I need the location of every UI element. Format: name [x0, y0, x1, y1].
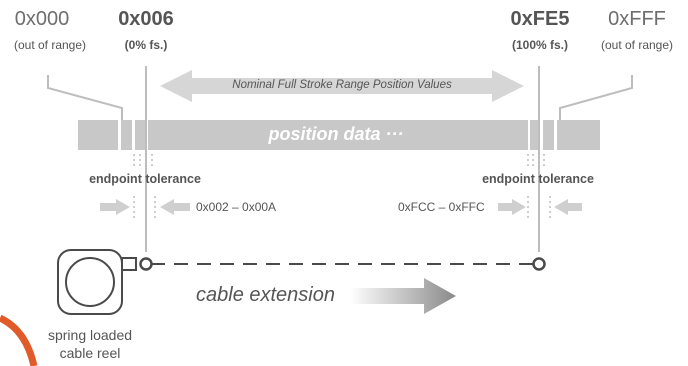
- position-data-bar: [78, 120, 600, 150]
- start-fs-note: (0% fs.): [124, 38, 168, 52]
- end-fs-value: 0xFE5: [510, 8, 570, 30]
- range-left: 0x002 – 0x00A: [196, 200, 277, 214]
- range-right: 0xFCC – 0xFFC: [398, 200, 485, 214]
- left-oor-connector: [47, 75, 123, 120]
- end-fs-note: (100% fs.): [511, 38, 569, 52]
- tolerance-arrows: [100, 199, 582, 215]
- cable-extension-label: cable extension: [196, 284, 335, 306]
- reel-caption-line1: spring loaded: [47, 327, 133, 343]
- cable-extension-arrow: [350, 278, 456, 314]
- cable-reel-drum: [65, 257, 115, 307]
- start-oor-note: (out of range): [13, 38, 87, 52]
- end-oor-note: (out of range): [600, 38, 674, 52]
- start-fs-value: 0x006: [118, 8, 174, 30]
- endpoint-tolerance-right: endpoint tolerance: [482, 172, 594, 186]
- reel-caption-line2: cable reel: [59, 345, 121, 361]
- cable-end-ring: [532, 257, 546, 271]
- nominal-range-label: Nominal Full Stroke Range Position Value…: [232, 79, 452, 91]
- right-oor-connector: [559, 75, 633, 120]
- nominal-range-arrow: [160, 70, 524, 102]
- reel-caption: spring loaded cable reel: [48, 326, 132, 362]
- start-oor-value: 0x000: [14, 8, 70, 30]
- position-data-label: position data ···: [268, 124, 404, 144]
- decorative-orange-arc: [0, 314, 38, 366]
- end-oor-value: 0xFFF: [608, 8, 666, 30]
- endpoint-tolerance-left: endpoint tolerance: [89, 172, 201, 186]
- cable-reel-outlet: [121, 257, 137, 271]
- tolerance-ticks: [133, 154, 551, 220]
- cable-start-ring: [139, 257, 153, 271]
